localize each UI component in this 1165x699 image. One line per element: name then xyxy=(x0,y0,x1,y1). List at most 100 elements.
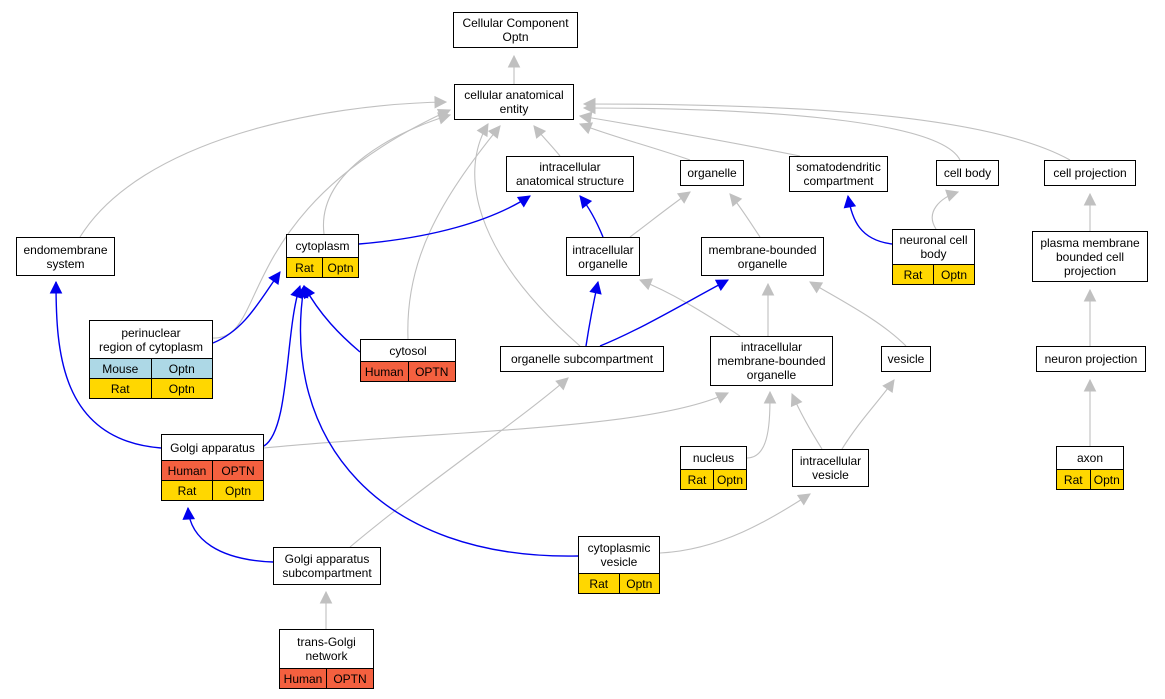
node-endo[interactable]: endomembrane system xyxy=(16,237,115,276)
node-cae[interactable]: cellular anatomical entity xyxy=(454,84,574,120)
node-label: axon xyxy=(1076,451,1104,465)
edge-cytoplasm-to-ias xyxy=(358,195,531,245)
arrowhead-imbo-to-mbo xyxy=(761,282,775,296)
edge-cytoplasm-to-cae xyxy=(323,114,451,235)
species-cell: Rat xyxy=(110,381,130,396)
node-label: vesicle xyxy=(887,352,925,366)
annotation-row: Rat Optn xyxy=(579,573,659,593)
node-label: Cellular Component Optn xyxy=(462,16,569,44)
arrowhead-iv-to-imbo xyxy=(790,392,803,408)
species-cell: Rat xyxy=(589,576,609,591)
node-vesicle[interactable]: vesicle xyxy=(881,346,931,372)
node-label: intracellular anatomical structure xyxy=(515,160,625,188)
arrowhead-golgi-to-imbo xyxy=(714,392,730,404)
arrowhead-io-to-ias xyxy=(579,195,593,209)
node-label: cell body xyxy=(943,166,992,180)
node-cc-optn[interactable]: Cellular Component Optn xyxy=(453,12,578,48)
arrowhead-axon-to-nproj xyxy=(1083,378,1097,392)
edge-golgi-to-imbo xyxy=(263,392,729,449)
node-label: cellular anatomical entity xyxy=(464,88,564,116)
edge-imbo-to-io xyxy=(639,279,741,337)
arrowhead-vesicle-to-mbo xyxy=(809,281,824,294)
node-somato[interactable]: somatodendritic compartment xyxy=(789,156,888,192)
arrowhead-cytoplasm-to-ias xyxy=(516,195,531,208)
edge-osub-to-cae xyxy=(474,123,581,347)
node-cellproj[interactable]: cell projection xyxy=(1044,160,1136,186)
arrowhead-cae-to-cc_optn xyxy=(507,54,521,68)
node-label: neuronal cell body xyxy=(899,233,968,261)
node-io[interactable]: intracellular organelle xyxy=(566,237,640,276)
node-label: perinuclear region of cytoplasm xyxy=(98,325,204,354)
species-cell: Rat xyxy=(177,483,197,498)
node-ias[interactable]: intracellular anatomical structure xyxy=(506,156,634,192)
node-label: somatodendritic compartment xyxy=(796,160,881,188)
edge-gas-to-osub xyxy=(349,377,569,548)
species-cell: Rat xyxy=(903,267,923,282)
node-label: trans-Golgi network xyxy=(297,635,356,663)
node-imbo[interactable]: intracellular membrane-bounded organelle xyxy=(710,336,833,386)
node-iv[interactable]: intracellular vesicle xyxy=(792,449,869,487)
arrowhead-mbo-to-organelle xyxy=(729,193,743,207)
node-organelle[interactable]: organelle xyxy=(680,160,744,186)
species-cell: Human xyxy=(364,364,404,379)
node-label: intracellular membrane-bounded organelle xyxy=(717,340,826,382)
gene-cell: Optn xyxy=(150,359,213,378)
edge-osub-to-mbo xyxy=(599,279,729,347)
node-label: organelle subcompartment xyxy=(510,352,654,366)
arrowhead-ias-to-cae xyxy=(533,125,547,139)
gene-cell: Optn xyxy=(618,574,660,593)
arrowhead-io-to-organelle xyxy=(676,191,691,204)
gene-cell: Optn xyxy=(150,379,213,398)
arrowhead-imbo-to-io xyxy=(638,278,654,291)
gene-cell: Optn xyxy=(933,265,974,284)
arrowhead-tgn-to-gas xyxy=(319,590,333,604)
edge-ncb-to-cellbody xyxy=(931,191,959,230)
arrowhead-cytves-to-iv xyxy=(796,493,811,506)
arrowhead-osub-to-mbo xyxy=(714,279,729,291)
edge-cytves-to-cytoplasm xyxy=(299,285,579,557)
node-mbo[interactable]: membrane-bounded organelle xyxy=(701,237,824,276)
edge-somato-to-cae xyxy=(579,115,801,157)
node-label: cytoplasm xyxy=(295,239,350,253)
gene-cell: Optn xyxy=(1089,470,1124,489)
species-cell: Human xyxy=(283,671,323,686)
node-gas[interactable]: Golgi apparatus subcompartment xyxy=(273,547,381,585)
node-nproj[interactable]: neuron projection xyxy=(1036,346,1146,372)
node-osub[interactable]: organelle subcompartment xyxy=(500,346,664,372)
node-label: cytoplasmic vesicle xyxy=(587,541,651,569)
edge-organelle-to-cae xyxy=(579,123,691,161)
arrowhead-cytosol-to-cae xyxy=(487,125,501,139)
gene-cell: OPTN xyxy=(212,461,263,480)
edge-perinuc-to-cae xyxy=(212,109,451,339)
edge-iv-to-vesicle xyxy=(841,379,895,450)
arrowhead-somato-to-cae xyxy=(578,111,593,125)
node-label: neuron projection xyxy=(1044,352,1138,366)
node-pmbcp[interactable]: plasma membrane bounded cell projection xyxy=(1032,231,1148,282)
arrowhead-nucleus-to-imbo xyxy=(763,390,777,404)
annotation-row: Rat Optn xyxy=(893,264,974,284)
edge-perinuc-to-cytoplasm xyxy=(212,271,281,344)
arrowhead-cellproj-to-cae xyxy=(582,97,596,111)
edge-cytves-to-iv xyxy=(659,493,811,554)
arrowhead-golgi-to-endo xyxy=(49,280,63,294)
arrowhead-ncb-to-cellbody xyxy=(945,189,960,202)
node-label: cell projection xyxy=(1053,166,1127,180)
gene-cell: Optn xyxy=(212,481,263,500)
arrowhead-cytves-to-cytoplasm xyxy=(295,284,309,299)
node-cellbody[interactable]: cell body xyxy=(936,160,999,186)
